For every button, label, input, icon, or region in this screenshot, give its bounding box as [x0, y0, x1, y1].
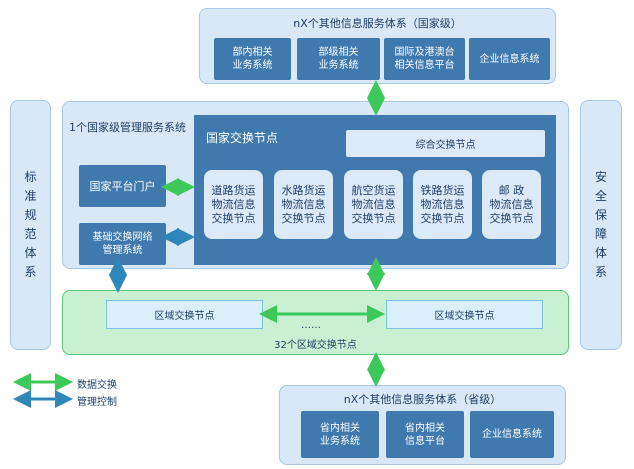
regional-node-right: 区域交换节点 — [386, 300, 543, 329]
national-system-title: 1个国家级管理服务系统 — [69, 121, 186, 134]
comprehensive-exchange-label: 综合交换节点 — [415, 140, 476, 151]
air-freight-node: 航空货运 物流信息 交换节点 — [344, 170, 403, 239]
national-portal-label: 国家平台门户 — [89, 179, 156, 193]
top-system-item-label: 部级相关 业务系统 — [318, 47, 359, 71]
bottom-system-item: 企业信息系统 — [470, 411, 554, 458]
basic-network-system-label: 基础交换网络 管理系统 — [92, 232, 153, 256]
top-system-item-label: 企业信息系统 — [479, 53, 540, 65]
legend-data-exchange-label: 数据交换 — [77, 380, 117, 391]
bottom-system-item-label: 省内相关 信息平台 — [405, 422, 445, 447]
security-panel: 安 全 保 障 体 系 — [580, 100, 622, 350]
regional-node-left: 区域交换节点 — [106, 300, 263, 329]
waterway-freight-label: 水路货运 物流信息 交换节点 — [281, 183, 326, 225]
top-system-item: 国际及港澳台 相关信息平台 — [384, 38, 465, 80]
security-panel-label: 安 全 保 障 体 系 — [594, 170, 607, 279]
bottom-system-item-label: 省内相关 业务系统 — [320, 422, 360, 447]
rail-freight-node: 铁路货运 物流信息 交换节点 — [413, 170, 472, 239]
top-system-panel: nX个其他信息服务体系（国家级） 部内相关 业务系统 部级相关 业务系统 国际及… — [199, 8, 556, 84]
top-system-title: nX个其他信息服务体系（国家级） — [293, 17, 462, 30]
road-freight-node: 道路货运 物流信息 交换节点 — [204, 170, 263, 239]
top-system-item: 企业信息系统 — [469, 38, 550, 80]
postal-node: 邮 政 物流信息 交换节点 — [482, 170, 541, 239]
comprehensive-exchange-node: 综合交换节点 — [346, 130, 545, 157]
top-system-item-label: 国际及港澳台 相关信息平台 — [394, 47, 455, 71]
regional-caption: 32个区域交换节点 — [274, 340, 357, 351]
regional-node-left-label: 区域交换节点 — [154, 311, 215, 322]
standards-panel: 标 准 规 范 体 系 — [10, 100, 51, 350]
rail-freight-label: 铁路货运 物流信息 交换节点 — [420, 183, 465, 225]
top-system-item: 部级相关 业务系统 — [297, 38, 380, 80]
road-freight-label: 道路货运 物流信息 交换节点 — [211, 183, 256, 225]
top-system-item-label: 部内相关 业务系统 — [232, 47, 273, 71]
regional-node-right-label: 区域交换节点 — [434, 311, 495, 322]
bottom-system-panel: nX个其他信息服务体系（省级） 省内相关 业务系统 省内相关 信息平台 企业信息… — [279, 385, 566, 465]
bottom-system-item: 省内相关 业务系统 — [301, 411, 379, 458]
national-exchange-panel: 国家交换节点 综合交换节点 道路货运 物流信息 交换节点 水路货运 物流信息 交… — [194, 115, 556, 265]
regional-dots: …… — [301, 320, 321, 331]
air-freight-label: 航空货运 物流信息 交换节点 — [351, 183, 396, 225]
bottom-system-title: nX个其他信息服务体系（省级） — [343, 393, 502, 406]
bottom-system-item-label: 企业信息系统 — [482, 429, 542, 440]
bottom-system-item: 省内相关 信息平台 — [386, 411, 464, 458]
postal-label: 邮 政 物流信息 交换节点 — [489, 183, 534, 225]
national-system-panel: 1个国家级管理服务系统 国家平台门户 基础交换网络 管理系统 国家交换节点 综合… — [62, 101, 569, 269]
waterway-freight-node: 水路货运 物流信息 交换节点 — [274, 170, 333, 239]
national-portal: 国家平台门户 — [79, 165, 166, 207]
national-exchange-title: 国家交换节点 — [206, 131, 279, 145]
legend-management-label: 管理控制 — [77, 397, 117, 408]
top-system-item: 部内相关 业务系统 — [214, 38, 291, 80]
standards-panel-label: 标 准 规 范 体 系 — [24, 170, 37, 279]
